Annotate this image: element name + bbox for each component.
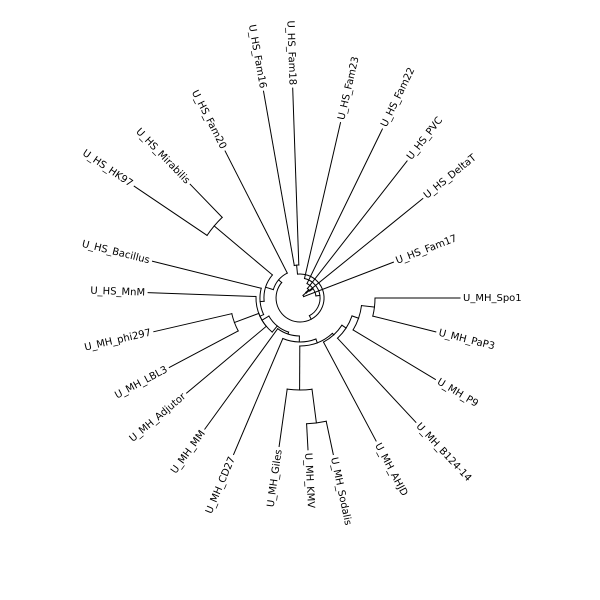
tip-branch <box>372 315 437 333</box>
tip-label: U_MH_Spo1 <box>463 293 522 304</box>
tip-label: U_MH_Sodalis <box>328 456 353 526</box>
tip-branch <box>336 337 417 424</box>
internal-branch <box>309 288 314 292</box>
clade-arc <box>255 295 273 333</box>
tip-label: U_HS_Mirabilis <box>133 126 191 186</box>
internal-branch <box>296 264 299 275</box>
tip-label: U_MH_B124-14 <box>414 421 474 484</box>
tip-label: U_MH_phi297 <box>83 328 152 354</box>
tip-branch <box>305 197 424 294</box>
tip-label: U_HS_Fam16 <box>246 24 268 90</box>
tip-label: U_HS_Fam23 <box>336 56 361 121</box>
tip-branch <box>153 313 233 333</box>
internal-branch <box>264 286 274 291</box>
tip-branch <box>352 329 437 381</box>
tip-label: U_MH_Adjutor <box>128 391 189 445</box>
tip-branch <box>133 185 208 237</box>
internal-branch <box>277 279 283 284</box>
clade-arc <box>275 273 325 323</box>
tip-label: U_HS_DeltaT <box>422 152 479 201</box>
internal-branch <box>305 288 310 294</box>
tip-label: U_HS_Fam22 <box>379 66 417 129</box>
tip-branch <box>147 292 257 298</box>
tip-label: U_HS_HK97 <box>80 148 134 190</box>
tip-branch <box>292 87 300 266</box>
internal-branch <box>302 291 307 297</box>
tip-branch <box>151 260 262 289</box>
internal-branch <box>213 225 274 276</box>
internal-branch <box>341 324 347 329</box>
internal-branch <box>259 313 265 317</box>
internal-branch <box>311 388 317 424</box>
tip-label: U_MH_KMV <box>302 453 316 509</box>
internal-branch <box>351 315 360 319</box>
tip-label: U_HS_MnM <box>90 286 145 299</box>
tip-label: U_MH_MM <box>169 429 208 477</box>
tip-branch <box>189 183 223 219</box>
tip-branch <box>168 330 239 369</box>
internal-branch <box>233 312 260 324</box>
tip-branch <box>224 150 288 274</box>
tree-branches <box>133 87 461 456</box>
tip-branch <box>322 341 377 442</box>
tip-branch <box>303 261 395 298</box>
tip-branch <box>303 122 342 280</box>
tip-label: U_MH_P9 <box>435 377 480 410</box>
internal-branch <box>271 325 279 333</box>
internal-branch <box>261 315 270 321</box>
tip-label: U_HS_PVC <box>405 115 445 162</box>
clade-arc <box>302 294 305 298</box>
tip-label: U_MH_Giles <box>266 449 285 508</box>
tip-label: U_HS_Fam17 <box>394 233 458 266</box>
tip-label: U_HS_Fam18 <box>284 20 297 85</box>
tip-branch <box>278 388 288 448</box>
tip-branch <box>306 128 384 285</box>
internal-branch <box>315 294 321 297</box>
tip-branch <box>325 420 334 456</box>
tip-branch <box>262 90 295 267</box>
tip-label: U_HS_Bacillus <box>81 239 151 267</box>
tip-label: U_MH_AHJD <box>372 441 409 498</box>
tip-branch <box>185 325 268 394</box>
internal-branch <box>315 338 318 344</box>
tip-branch <box>232 337 284 456</box>
tip-branch <box>306 423 309 451</box>
tip-label: U_HS_Fam20 <box>189 88 228 151</box>
tip-branch <box>306 160 408 290</box>
tip-label: U_MH_LBL3 <box>113 364 169 401</box>
internal-branch <box>308 315 312 320</box>
tip-label: U_MH_CD27 <box>204 455 238 515</box>
tip-label: U_MH_PaP3 <box>437 328 496 353</box>
internal-branch <box>360 305 375 308</box>
tip-branch <box>204 328 279 430</box>
